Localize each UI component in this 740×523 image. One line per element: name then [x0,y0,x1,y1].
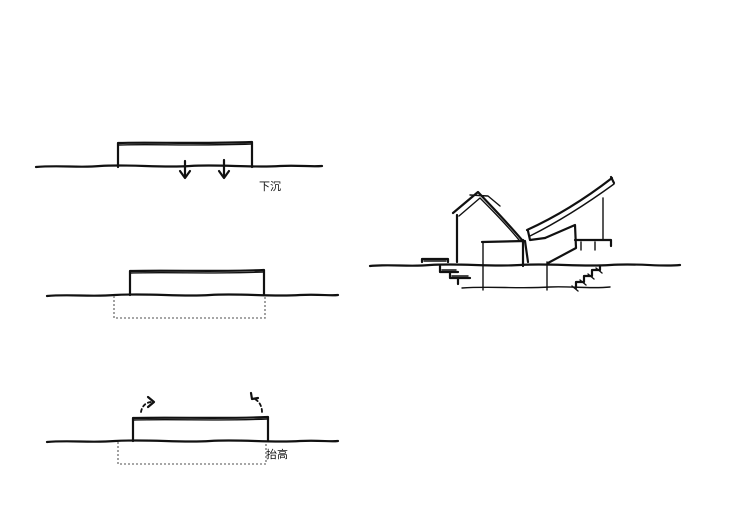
left-steps-echo [423,260,469,277]
volume-outline-2-echo [130,271,264,274]
right-terrace-rail [580,241,596,251]
volume-outline-1-echo [118,143,252,146]
down-arrow-right [217,158,231,180]
diagram-lift: 抬高 [45,391,340,465]
right-steps-ticks [571,267,603,292]
volume-outline-2 [128,268,266,297]
left-house-roof [451,190,524,242]
diagram-buried [45,268,340,319]
left-steps [420,257,472,286]
ground-line-3 [45,439,340,444]
ground-line-2 [45,293,340,298]
volume-outline-3-echo [133,418,268,421]
left-roof-ridge [469,194,501,207]
right-steps [574,264,602,290]
right-roof-cap [609,175,616,185]
lower-ground-line [461,286,611,289]
ground-line-1 [34,164,324,169]
volume-outline-3 [131,415,270,443]
left-roof-echo [458,197,520,241]
left-house-floor [480,239,530,264]
annotation-lift: 抬高 [266,447,288,461]
diagram-section [368,175,682,292]
right-house-inner [543,223,578,265]
volume-outline-1 [116,140,254,169]
down-arrow-left [178,159,192,180]
buried-outline-2 [113,296,266,319]
buried-outline-3 [117,442,267,465]
right-roof-echo [529,183,615,237]
ground-line-4 [368,263,682,268]
diagram-sink: 下沉 [34,140,324,193]
up-arrow-left [140,395,156,413]
right-roof-end [526,229,547,242]
annotation-sink: 下沉 [259,180,281,193]
right-roof [525,176,614,232]
up-arrow-right [249,391,263,413]
right-terrace [573,238,613,248]
